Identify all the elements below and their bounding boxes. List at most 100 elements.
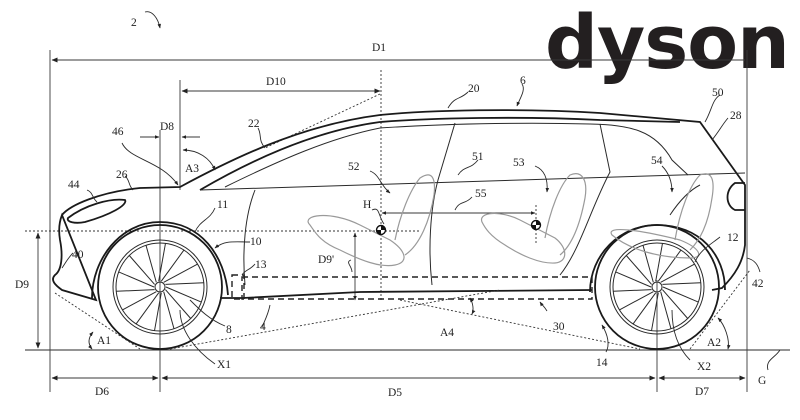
wheel-spoke xyxy=(655,243,663,282)
front-wheel xyxy=(97,224,223,350)
d5-label: D5 xyxy=(388,387,402,399)
tail-light xyxy=(726,182,745,211)
wheel-spoke xyxy=(662,286,699,303)
d6-label: D6 xyxy=(95,386,109,398)
wheel-spoke xyxy=(154,292,162,331)
d7-label: D7 xyxy=(695,386,709,398)
a2-label: A2 xyxy=(707,337,721,349)
wheel-spoke xyxy=(128,255,155,285)
ref-55-leader xyxy=(454,196,473,211)
ref-10-leader xyxy=(214,241,251,249)
wheel-spoke xyxy=(660,263,695,283)
rear-wheel xyxy=(594,224,720,350)
ref-46-leader xyxy=(121,142,179,186)
ref-46-label: 46 xyxy=(112,126,124,138)
wheel-spoke xyxy=(118,271,155,288)
wheel-spoke xyxy=(145,245,157,283)
ref-2-leader xyxy=(144,11,161,29)
wheel-spoke xyxy=(122,291,157,311)
ref-54-leader xyxy=(661,165,674,193)
ref-4-label: 4 xyxy=(260,321,266,333)
wheel-spoke xyxy=(163,291,175,329)
wheel-spoke xyxy=(632,292,657,325)
rear-seat-cushion xyxy=(481,212,566,264)
ref-4-leader xyxy=(261,304,271,328)
wheel-spoke xyxy=(651,292,659,331)
ref-42-label: 42 xyxy=(752,278,764,290)
front-seat-back xyxy=(394,174,436,256)
c-pillar xyxy=(559,123,611,276)
approach-angle-line xyxy=(54,292,141,350)
breakover-line-rear xyxy=(399,299,641,350)
wheel-spoke xyxy=(165,282,204,285)
dyson-logo: dyson xyxy=(545,0,789,86)
ref-28-label: 28 xyxy=(730,110,742,122)
ref-11-label: 11 xyxy=(217,199,228,211)
wheel-spoke xyxy=(657,249,682,282)
ref-22-leader xyxy=(257,127,266,149)
a1-arc xyxy=(88,331,94,350)
beltline xyxy=(199,172,746,191)
roof-inner-line xyxy=(199,116,681,191)
wheel-spoke xyxy=(662,289,689,319)
ref-30-leader xyxy=(539,301,548,312)
wheel-spoke xyxy=(116,289,155,292)
wheel-spoke xyxy=(163,263,198,283)
rear-h-point-icon xyxy=(530,219,542,231)
wheel-spoke xyxy=(662,282,701,285)
d9-prime-label: D9' xyxy=(318,254,334,266)
ref-44-leader xyxy=(86,189,98,203)
ref-x2-leader xyxy=(671,309,691,361)
a3-arc xyxy=(182,148,216,171)
a2-arc xyxy=(717,317,731,350)
ref-52-leader xyxy=(369,170,391,194)
ref-11-leader xyxy=(194,207,216,233)
wheel-spoke xyxy=(613,289,652,292)
ref-52-label: 52 xyxy=(348,161,360,173)
car-body-outline xyxy=(52,109,746,302)
ref-54-label: 54 xyxy=(651,155,663,167)
front-h-point-icon xyxy=(375,224,387,236)
ref-51-label: 51 xyxy=(472,151,484,163)
ref-20-leader xyxy=(447,91,469,109)
ref-13-leader xyxy=(241,263,256,276)
ref-42-leader xyxy=(746,257,761,273)
front-seat-cushion xyxy=(307,214,405,267)
ref-55-label: 55 xyxy=(475,188,487,200)
ref-g-leader xyxy=(767,349,781,371)
window-top-line xyxy=(224,122,689,188)
battery-pack-outline xyxy=(241,276,593,300)
ref-53-label: 53 xyxy=(513,157,525,169)
ref-x1-leader xyxy=(179,309,216,365)
headlight xyxy=(66,198,127,224)
wheel-spoke xyxy=(158,243,166,282)
ref-50-label: 50 xyxy=(712,87,724,99)
ref-13-label: 13 xyxy=(255,259,267,271)
third-row-seat-cushion xyxy=(610,228,700,259)
wheel-spoke xyxy=(135,292,160,325)
wheel-spoke xyxy=(619,291,654,311)
a3-label: A3 xyxy=(185,163,199,175)
wheel-spoke xyxy=(625,255,652,285)
d8-label: D8 xyxy=(160,121,174,133)
a4-arc xyxy=(469,297,476,315)
ref-10-label: 10 xyxy=(250,236,262,248)
ref-d9p-leader xyxy=(348,259,353,273)
rear-seat-back xyxy=(544,173,587,256)
breakover-line-front xyxy=(169,289,501,350)
wheel-spoke xyxy=(165,289,192,319)
front-wheel-arch xyxy=(91,221,229,299)
wheel-spoke xyxy=(615,271,652,288)
d1-label: D1 xyxy=(372,42,386,54)
ref-50-leader xyxy=(704,94,721,123)
ref-51-leader xyxy=(457,159,479,176)
x2-label: X2 xyxy=(697,361,711,373)
ref-26-leader xyxy=(124,175,134,191)
ref-14-label: 14 xyxy=(596,357,608,369)
h-label: H xyxy=(363,199,371,211)
ref-8-label: 8 xyxy=(226,324,232,336)
wheel-spoke xyxy=(160,249,185,282)
ref-6-label: 6 xyxy=(520,75,526,87)
ref-26-label: 26 xyxy=(116,169,128,181)
